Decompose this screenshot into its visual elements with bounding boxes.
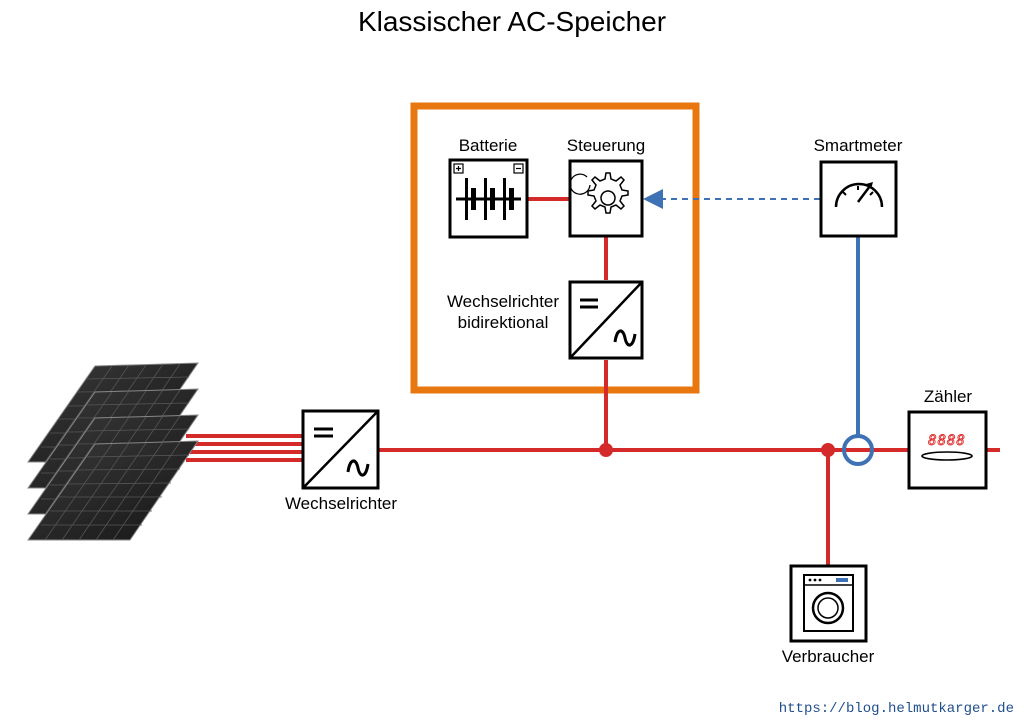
bidirectional-inverter-icon (568, 280, 644, 360)
pv-inverter-icon (301, 409, 380, 490)
gauge-icon (819, 160, 898, 238)
meter-label: Zähler (924, 387, 973, 406)
ac-wiring (186, 197, 1000, 566)
electricity-meter-icon: 8888 (907, 410, 988, 490)
junction-dot (599, 443, 613, 457)
solar-panel (27, 440, 199, 541)
pv-inverter-label: Wechselrichter (285, 494, 397, 513)
junction-dot (821, 443, 835, 457)
bidirectional-inverter-label-2: bidirektional (458, 313, 549, 332)
gear-icon (568, 159, 644, 238)
battery-icon (448, 158, 529, 239)
current-clamp (842, 434, 874, 466)
washing-machine-icon (789, 564, 868, 643)
consumer-label: Verbraucher (782, 647, 875, 666)
solar-panel-icon (27, 362, 199, 541)
battery-label: Batterie (459, 136, 518, 155)
bidirectional-inverter-label-1: Wechselrichter (447, 292, 559, 311)
source-url[interactable]: https://blog.helmutkarger.de (779, 701, 1014, 717)
page-title: Klassischer AC-Speicher (358, 6, 666, 37)
smartmeter-label: Smartmeter (814, 136, 903, 155)
control-label: Steuerung (567, 136, 645, 155)
storage-unit-frame (410, 102, 700, 394)
meter-display: 8888 (928, 433, 966, 449)
